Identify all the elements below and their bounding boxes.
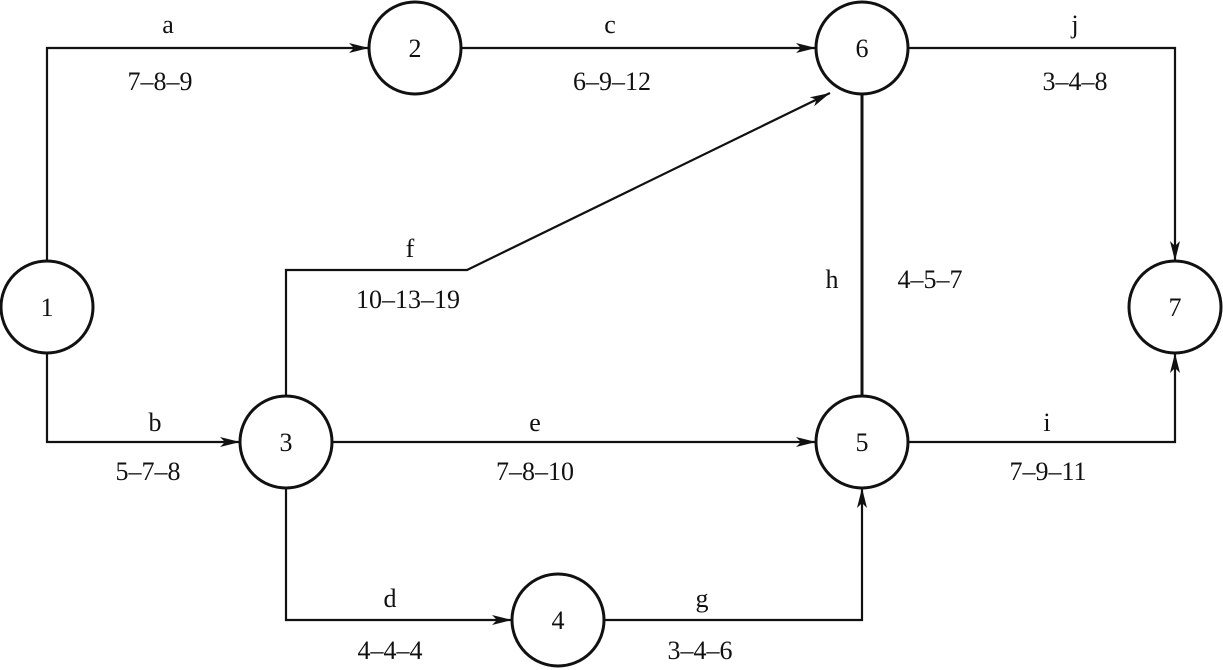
- node-1-label: 1: [41, 293, 54, 322]
- edge-j-times: 3–4–8: [1043, 67, 1108, 96]
- edge-i-name: i: [1043, 408, 1050, 437]
- node-2: 2: [367, 0, 463, 96]
- edge-b-times: 5–7–8: [116, 457, 181, 486]
- edge-b: [45, 353, 240, 447]
- node-5: 5: [814, 394, 910, 490]
- edge-j-name: j: [1070, 10, 1078, 39]
- edge-h-times: 4–5–7: [898, 265, 963, 294]
- edge-g-name: g: [696, 584, 709, 613]
- node-4-label: 4: [552, 606, 565, 635]
- edge-d-times: 4–4–4: [358, 636, 423, 665]
- edge-f-times: 10–13–19: [356, 285, 460, 314]
- edge-c-name: c: [604, 10, 616, 39]
- node-2-label: 2: [409, 34, 422, 63]
- edge-d-name: d: [384, 584, 397, 613]
- edge-i: [908, 353, 1180, 444]
- node-5-label: 5: [856, 428, 869, 457]
- node-3-label: 3: [280, 428, 293, 457]
- edge-g: [604, 488, 867, 622]
- edge-g-times: 3–4–6: [668, 636, 733, 665]
- node-7-label: 7: [1169, 293, 1182, 322]
- edge-f: [284, 92, 831, 396]
- node-6-label: 6: [856, 34, 869, 63]
- node-1: 1: [0, 259, 95, 355]
- node-3: 3: [238, 394, 334, 490]
- edge-d: [284, 488, 512, 625]
- edge-a-times: 7–8–9: [128, 67, 193, 96]
- edge-i-times: 7–9–11: [1009, 457, 1086, 486]
- edge-f-name: f: [406, 234, 415, 263]
- edge-a-name: a: [162, 10, 174, 39]
- edge-a: [45, 43, 369, 261]
- edge-e-name: e: [529, 408, 541, 437]
- node-6: 6: [814, 0, 910, 96]
- edge-c-times: 6–9–12: [573, 67, 651, 96]
- node-4: 4: [510, 572, 606, 668]
- node-7: 7: [1127, 259, 1223, 355]
- edge-b-name: b: [149, 408, 162, 437]
- edge-e-times: 7–8–10: [496, 457, 574, 486]
- edge-j: [908, 46, 1180, 261]
- edge-h-name: h: [826, 265, 839, 294]
